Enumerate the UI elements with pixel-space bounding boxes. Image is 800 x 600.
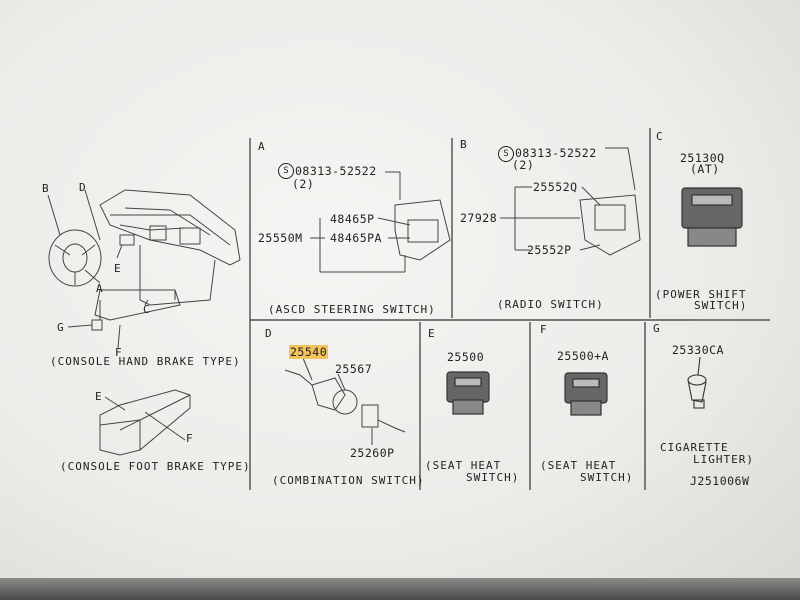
panel-a-screw-qty: (2) <box>292 177 315 191</box>
panel-d-part2: 25567 <box>335 362 373 376</box>
callout-d: D <box>79 181 87 194</box>
panel-c-letter: C <box>656 130 664 143</box>
panel-b-part2: 25552P <box>527 243 572 257</box>
panel-g-letter: G <box>653 322 661 335</box>
panel-g-caption-l1: CIGARETTE <box>660 441 729 454</box>
panel-c-part: 25130Q <box>680 151 725 165</box>
panel-d-part3: 25260P <box>350 446 395 460</box>
panel-a-part2: 48465PA <box>330 231 382 245</box>
panel-b-caption: (RADIO SWITCH) <box>497 298 604 311</box>
panel-b-screw-qty: (2) <box>512 158 535 172</box>
panel-e-caption-l2: SWITCH) <box>466 471 520 484</box>
panel-d-caption: (COMBINATION SWITCH) <box>272 474 425 487</box>
panel-b-part-main: 27928 <box>460 211 498 225</box>
callout-a: A <box>96 282 104 295</box>
panel-c-caption-l2: SWITCH) <box>694 299 748 312</box>
screw-symbol-icon: S <box>278 163 294 179</box>
panel-e-caption-l1: (SEAT HEAT <box>425 459 502 472</box>
callout-f: F <box>115 346 123 359</box>
caption-foot-brake: (CONSOLE FOOT BRAKE TYPE) <box>60 460 251 473</box>
panel-b-part1: 25552Q <box>533 180 578 194</box>
panel-f-letter: F <box>540 323 548 336</box>
panel-b-letter: B <box>460 138 468 151</box>
panel-a-letter: A <box>258 140 266 153</box>
panel-d-part1: 25540 <box>289 345 329 359</box>
panel-a-assembly: 25550M <box>258 231 303 245</box>
panel-e-letter: E <box>428 327 436 340</box>
callout-c: C <box>143 303 151 316</box>
callout-e: E <box>114 262 122 275</box>
monitor-bezel <box>0 578 800 600</box>
panel-a-screw: 08313-52522 <box>295 164 377 178</box>
panel-a-caption: (ASCD STEERING SWITCH) <box>268 303 436 316</box>
highlighted-part-number: 25540 <box>289 345 329 359</box>
caption-hand-brake: (CONSOLE HAND BRAKE TYPE) <box>50 355 241 368</box>
callout-e2: E <box>95 390 103 403</box>
screw-symbol-icon: S <box>498 146 514 162</box>
panel-b-screw: 08313-52522 <box>515 146 597 160</box>
callout-b: B <box>42 182 50 195</box>
callout-g: G <box>57 321 65 334</box>
panel-c-caption-l1: (POWER SHIFT <box>655 288 747 301</box>
panel-g-part: 25330CA <box>672 343 724 357</box>
panel-f-caption-l1: (SEAT HEAT <box>540 459 617 472</box>
panel-a-part1: 48465P <box>330 212 375 226</box>
panel-c-part-note: (AT) <box>690 162 720 176</box>
diagram-id: J251006W <box>690 474 750 488</box>
panel-f-caption-l2: SWITCH) <box>580 471 634 484</box>
panel-g-caption-l2: LIGHTER) <box>693 453 754 466</box>
callout-f2: F <box>186 432 194 445</box>
panel-d-letter: D <box>265 327 273 340</box>
panel-e-part: 25500 <box>447 350 485 364</box>
panel-f-part: 25500+A <box>557 349 609 363</box>
